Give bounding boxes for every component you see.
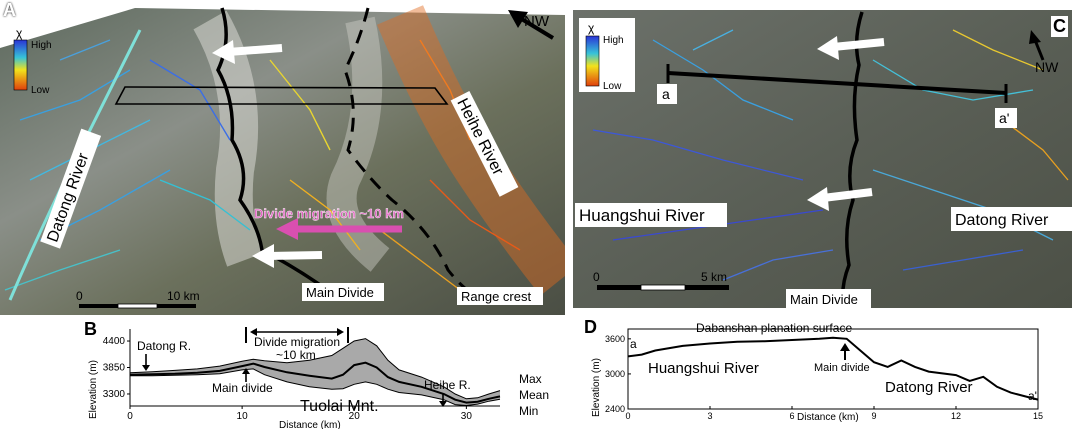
legend-min: Min — [519, 404, 538, 418]
white-arrow — [212, 40, 283, 64]
scale-bar — [79, 303, 196, 309]
huangshui-annotation: Huangshui River — [648, 360, 759, 377]
profile-a-prime-label: a' — [999, 110, 1009, 126]
panel-d-chart: 0 3 6 9 12 15 3600 3000 2400 Dabanshan planation… — [591, 321, 1043, 423]
range-crest-line — [343, 7, 471, 294]
chi-high-label: High — [31, 40, 52, 51]
migration-label: Divide migration ~10 km — [254, 206, 404, 221]
chi-colorbar — [585, 35, 600, 87]
y-tick-label: 3600 — [605, 334, 625, 344]
x-tick-label: 20 — [349, 411, 361, 422]
x-tick-label: 12 — [951, 411, 961, 421]
orange-channel-zone — [376, 5, 565, 296]
chi-high-label: High — [603, 35, 624, 46]
tuolai-annotation: Tuolai Mnt. — [300, 398, 379, 415]
main-divide-annotation-arrowhead — [242, 368, 250, 374]
scale-end: 10 km — [167, 289, 200, 303]
snow-ridge — [326, 16, 390, 272]
panel-c-map: χ High Low NW a a' Huangshui River Daton… — [573, 10, 1072, 308]
y-axis-label: Elevation (m) — [591, 358, 602, 417]
chi-low-label: Low — [603, 81, 622, 92]
migration-annotation-value: ~10 km — [276, 348, 316, 362]
chi-symbol: χ — [588, 21, 595, 35]
chi-low-label: Low — [31, 85, 50, 96]
plot-frame — [627, 328, 1039, 410]
north-arrow — [1029, 30, 1045, 61]
elevation-profile-line — [627, 336, 1039, 401]
main-divide-annotation: Main divide — [212, 381, 273, 395]
chi-symbol: χ — [16, 26, 23, 40]
chi-colorbar — [13, 39, 28, 91]
x-axis-label: Distance (km) — [279, 420, 341, 429]
range-crest-label: Range crest — [461, 289, 531, 304]
y-tick-label: 3300 — [103, 389, 126, 400]
swath-box — [114, 86, 449, 105]
x-axis-label: Distance (km) — [797, 412, 859, 423]
panel-c-letter: C — [1051, 16, 1068, 37]
north-label: NW — [524, 13, 550, 30]
series-max-line — [129, 338, 501, 400]
panel-a: χ High Low NW Datong River Heihe River D… — [0, 0, 565, 315]
migration-span-arrowhead-left — [250, 328, 257, 336]
x-tick-label: 9 — [871, 411, 876, 421]
panel-a-map: χ High Low NW Datong River Heihe River D… — [0, 5, 565, 315]
y-tick-label: 3000 — [605, 369, 625, 379]
terrain-surface — [573, 10, 1072, 308]
migration-span-arrowhead-right — [337, 328, 344, 336]
planation-annotation: Dabanshan planation surface — [696, 321, 852, 335]
white-arrow — [252, 244, 323, 268]
heihe-annotation-arrowhead — [439, 401, 447, 407]
profile-a-label: a — [662, 86, 670, 102]
panel-c: χ High Low NW a a' Huangshui River Daton… — [573, 10, 1072, 308]
y-tick-label: 4400 — [103, 336, 126, 347]
x-tick-label: 0 — [625, 411, 630, 421]
panel-d-letter: D — [584, 317, 597, 337]
series-mean-line — [129, 361, 501, 404]
panel-b-letter: B — [84, 319, 97, 339]
datong-annotation: Datong R. — [137, 339, 191, 353]
x-tick-label: 0 — [127, 411, 133, 422]
terrain-surface — [0, 8, 565, 315]
profile-line — [667, 71, 1007, 95]
main-divide-label: Main Divide — [790, 292, 858, 307]
scale-bar — [597, 284, 729, 291]
y-tick-label: 2400 — [605, 404, 625, 414]
scale-zero: 0 — [76, 289, 83, 303]
scale-end: 5 km — [701, 270, 727, 284]
profile-a-prime-label: a' — [1028, 389, 1037, 403]
x-tick-label: 3 — [707, 411, 712, 421]
y-axis-label: Elevation (m) — [88, 360, 99, 419]
x-tick-label: 6 — [789, 411, 794, 421]
north-arrow — [508, 10, 555, 40]
x-tick-label: 10 — [237, 411, 249, 422]
huangshui-label: Huangshui River — [579, 206, 705, 225]
migration-annotation: Divide migration — [254, 335, 340, 349]
y-tick-label: 3850 — [103, 363, 126, 374]
profile-a-label: a — [630, 337, 637, 351]
datong-annotation: Datong River — [885, 379, 973, 396]
datong-annotation-arrowhead — [142, 365, 150, 371]
legend-max: Max — [519, 372, 542, 386]
datong-label: Datong River — [955, 212, 1049, 229]
main-divide-label: Main Divide — [306, 285, 374, 300]
panel-b: 0 10 20 30 4400 3850 3300 Datong R. Divide mig… — [0, 315, 560, 429]
scale-zero: 0 — [593, 270, 600, 284]
north-label: NW — [1035, 59, 1059, 75]
legend-mean: Mean — [519, 388, 549, 402]
white-arrow — [817, 36, 885, 60]
max-min-envelope — [130, 338, 500, 406]
panel-d: 0 3 6 9 12 15 3600 3000 2400 Dabanshan planation… — [572, 315, 1072, 429]
panel-b-chart: 0 10 20 30 4400 3850 3300 Datong R. Divide mig… — [88, 327, 549, 429]
main-divide-annotation: Main divide — [814, 362, 870, 374]
x-tick-label: 15 — [1033, 411, 1043, 421]
series-min-line — [130, 368, 501, 407]
x-tick-label: 30 — [461, 411, 473, 422]
migration-arrow — [276, 218, 402, 240]
main-divide-annotation-arrowhead — [840, 343, 850, 351]
heihe-annotation: Heihe R. — [424, 378, 471, 392]
main-divide-line — [840, 11, 864, 306]
white-arrow — [807, 187, 873, 211]
panel-a-letter: A — [3, 0, 16, 20]
